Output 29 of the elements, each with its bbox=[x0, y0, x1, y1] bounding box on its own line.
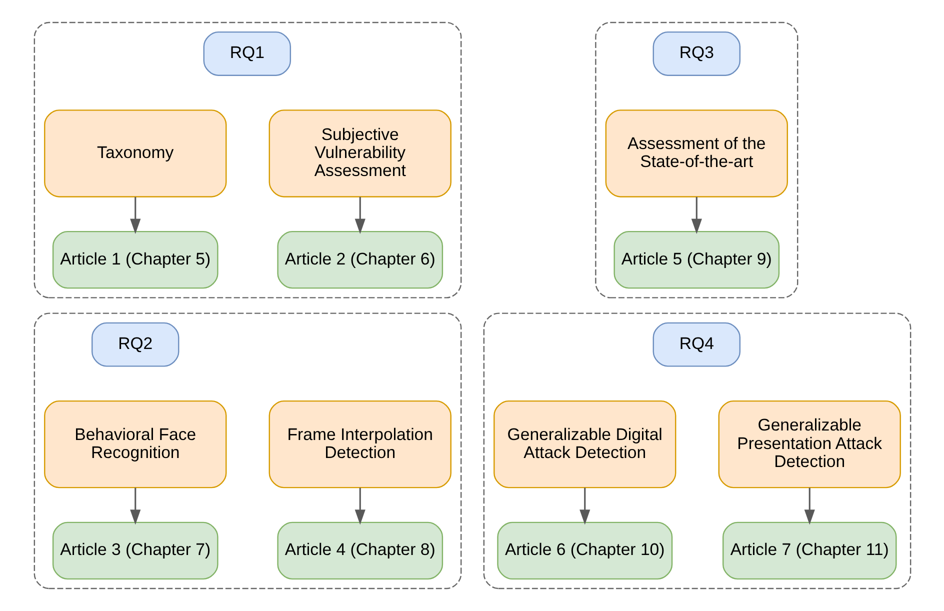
node-box: Article 4 (Chapter 8) bbox=[276, 522, 443, 580]
arrow bbox=[130, 196, 140, 234]
node-box: RQ2 bbox=[91, 322, 179, 367]
node-box: RQ4 bbox=[652, 322, 740, 367]
node-box: Taxonomy bbox=[44, 110, 226, 198]
node-box: Subjective Vulnerability Assessment bbox=[268, 110, 451, 198]
node-box: Article 7 (Chapter 11) bbox=[722, 522, 896, 580]
arrow bbox=[130, 488, 140, 525]
node-box: Article 6 (Chapter 10) bbox=[496, 522, 672, 580]
cluster bbox=[594, 22, 798, 298]
node-box: Frame Interpolation Detection bbox=[268, 400, 451, 488]
node-box: Generalizable Digital Attack Detection bbox=[493, 400, 676, 488]
cluster bbox=[33, 22, 462, 298]
arrow bbox=[804, 488, 814, 525]
node-box: RQ1 bbox=[202, 31, 291, 76]
arrow bbox=[690, 196, 702, 234]
cluster bbox=[33, 312, 462, 590]
arrow bbox=[354, 196, 365, 234]
node-box: Article 3 (Chapter 7) bbox=[52, 522, 218, 580]
cluster bbox=[482, 312, 911, 590]
arrow bbox=[579, 488, 590, 525]
arrow bbox=[354, 488, 365, 525]
node-box: Article 5 (Chapter 9) bbox=[613, 230, 780, 289]
node-box: Behavioral Face Recognition bbox=[44, 400, 226, 488]
node-box: Article 2 (Chapter 6) bbox=[276, 230, 443, 289]
node-box: Generalizable Presentation Attack Detection bbox=[718, 400, 900, 488]
node-box: RQ3 bbox=[652, 31, 740, 76]
node-box: Assessment of the State-of-the-art bbox=[604, 110, 788, 198]
node-box: Article 1 (Chapter 5) bbox=[52, 230, 218, 289]
